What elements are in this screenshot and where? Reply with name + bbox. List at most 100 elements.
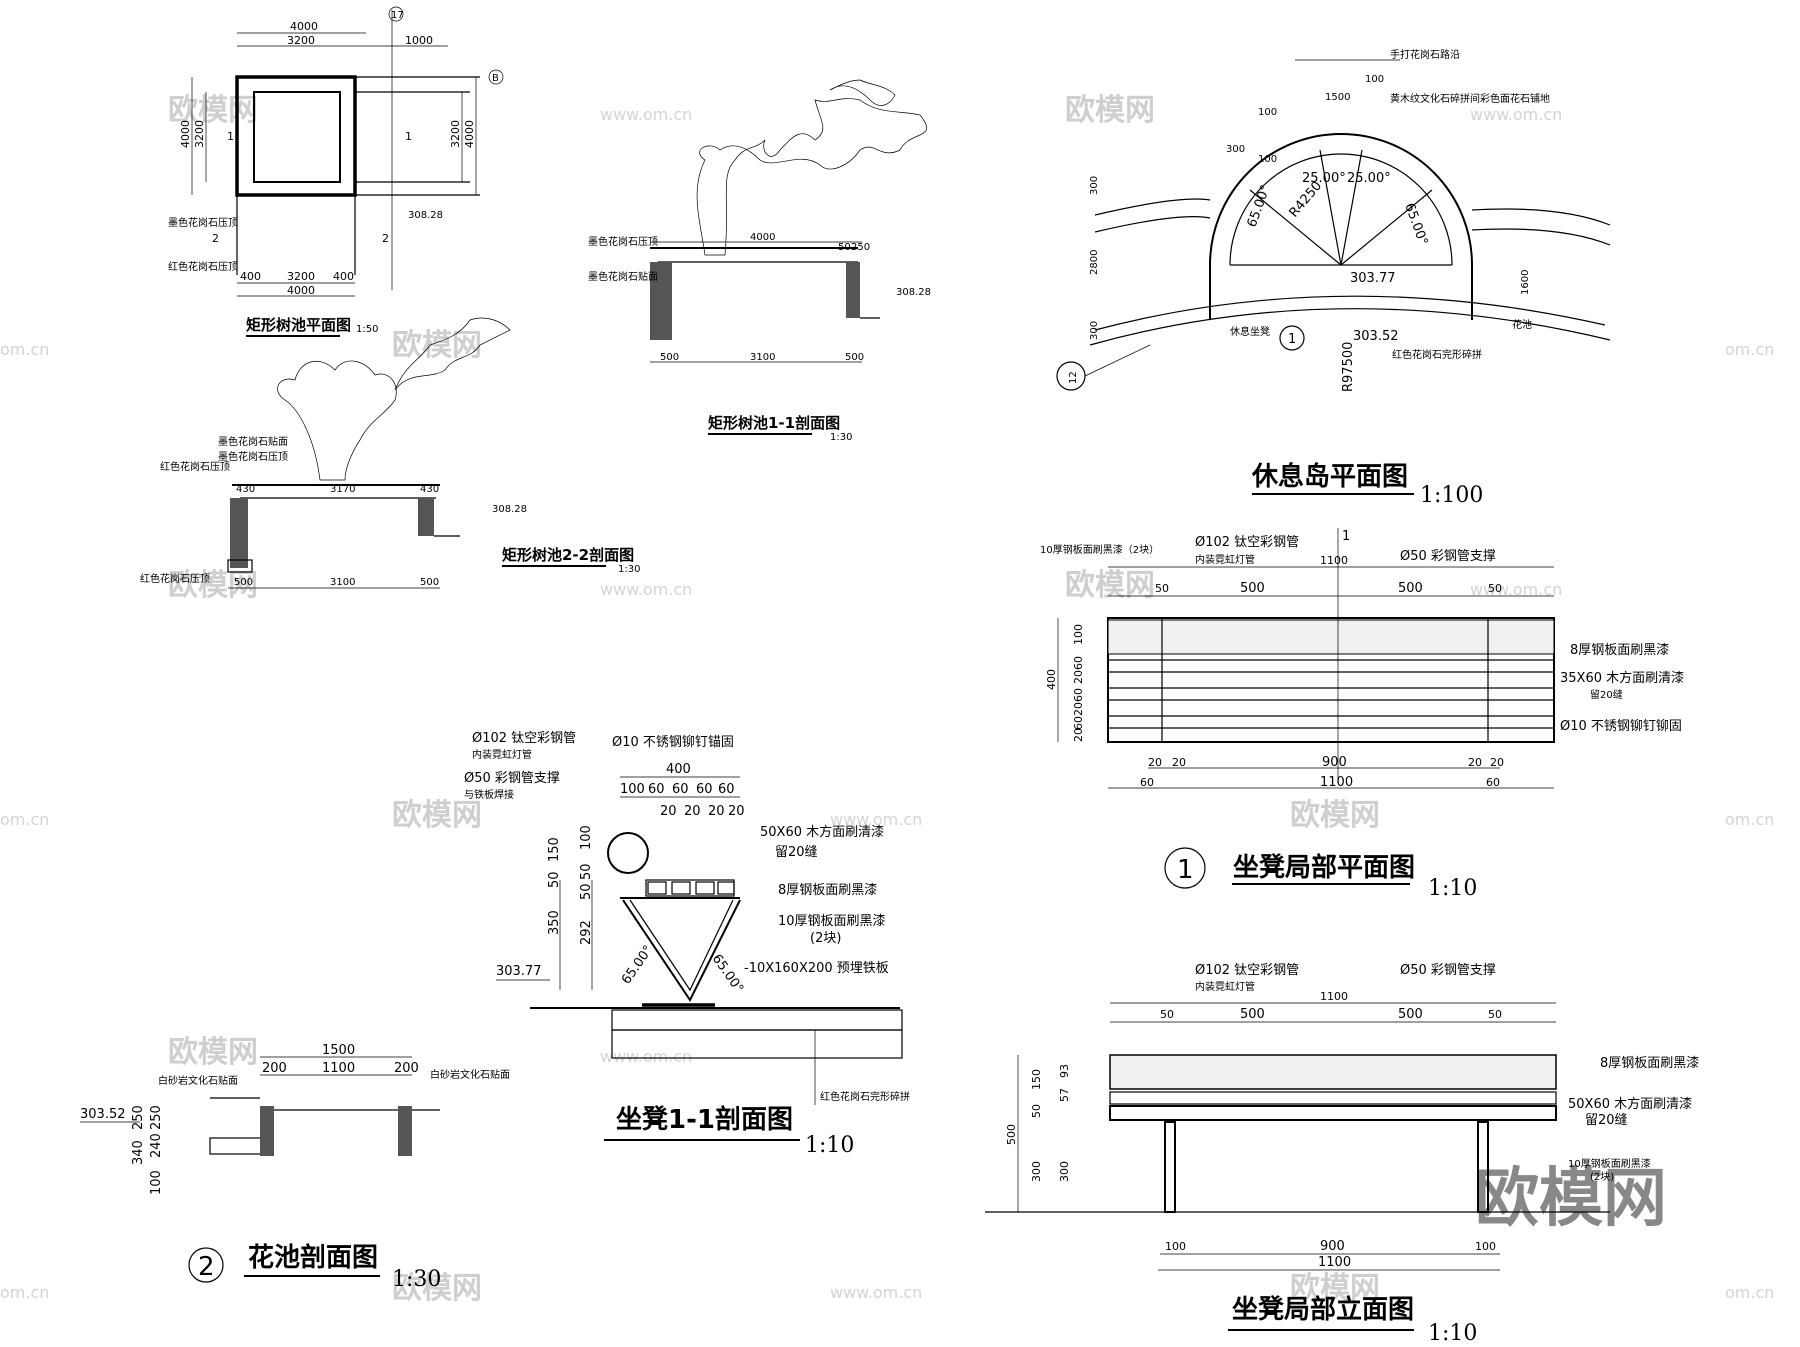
watermark-text: 欧模网	[1065, 568, 1155, 603]
dim-label: 4000	[287, 284, 315, 297]
dim-label: 60	[1072, 688, 1085, 702]
dim-label: 100	[1165, 1240, 1186, 1253]
note-label: 墨色花岗石贴面	[218, 435, 288, 448]
note-label: 墨色花岗石压顶	[218, 450, 288, 463]
detail-number: 2	[198, 1252, 215, 1282]
dim-label: 20	[1072, 728, 1085, 742]
drawing-scale: 1:100	[1420, 483, 1483, 508]
dim-label: 60	[696, 782, 713, 797]
cut-mark: 1	[405, 130, 412, 143]
watermark-text: 欧模网	[168, 93, 258, 128]
steel-pipe-band	[1107, 619, 1555, 655]
angle-label: 65.00°	[619, 943, 656, 987]
note-label: 墨色花岗石压顶	[168, 216, 238, 229]
wall-section-left	[230, 498, 248, 568]
note-label: 红色花岗石压顶	[140, 572, 210, 585]
note-label: 红色花岗石压顶	[160, 460, 230, 473]
dim-label: 500	[1240, 1007, 1265, 1022]
dim-label: 2800	[1089, 250, 1100, 275]
note-label: 留20缝	[1585, 1113, 1628, 1128]
elevation-label: 308.28	[408, 210, 443, 221]
dim-label: 100	[579, 825, 594, 850]
dim-label: 20	[1468, 756, 1482, 769]
dim-label: 500	[1398, 1007, 1423, 1022]
drawing-title: 矩形树池1-1剖面图	[708, 414, 840, 432]
drawing-title: 坐凳局部立面图	[1232, 1294, 1414, 1325]
detail-number: 1	[1177, 855, 1194, 885]
note-label: Ø10 不锈钢铆钉锚固	[612, 735, 734, 750]
note-label: 内装霓虹灯管	[1195, 980, 1255, 993]
watermark-url: om.cn	[1725, 1283, 1774, 1302]
elevation-label: 303.52	[1353, 329, 1399, 344]
dim-label: 20	[728, 804, 745, 819]
note-label: 休息坐凳	[1230, 325, 1270, 338]
wood-seat	[1109, 1105, 1557, 1121]
dim-label: 200	[262, 1061, 287, 1076]
note-label: 墨色花岗石贴面	[588, 270, 658, 283]
bench-plan: 1 1100 50 500 500 50 20 20 900 20 20 60 …	[1040, 528, 1684, 901]
dim-label: 50	[1488, 582, 1502, 595]
drawing-title: 坐凳局部平面图	[1233, 853, 1415, 883]
note-label: 白砂岩文化石贴面	[158, 1074, 238, 1087]
note-label: 与铁板焊接	[464, 788, 514, 801]
dim-label: 50	[1155, 582, 1169, 595]
elevation-label: 303.52	[80, 1107, 126, 1122]
watermark-text: 欧模网	[168, 1035, 258, 1070]
dim-label: 340	[131, 1140, 146, 1165]
drawing-scale: 1:30	[392, 1267, 441, 1292]
dim-label: 430	[236, 484, 255, 495]
note-label: 8厚钢板面刷黑漆	[778, 882, 877, 898]
dim-label: 250	[851, 242, 870, 253]
note-label: Ø10 不锈钢铆钉铆固	[1560, 719, 1682, 734]
note-label: 35X60 木方面刷清漆	[1560, 670, 1684, 686]
bench-leg-left	[1164, 1121, 1176, 1213]
note-label: 内装霓虹灯管	[472, 748, 532, 761]
drawing-scale: 1:50	[356, 324, 378, 335]
watermark-url: www.om.cn	[600, 580, 692, 599]
watermark-text: 欧模网	[1290, 798, 1380, 833]
dim-label: 150	[547, 837, 562, 862]
drawing-title: 休息岛平面图	[1251, 461, 1408, 492]
dim-label: 430	[420, 484, 439, 495]
steel-pipe-band	[1109, 1054, 1557, 1090]
drawing-scale: 1:10	[1428, 876, 1477, 901]
dim-label: 400	[1045, 669, 1058, 690]
note-label: 黄木纹文化石碎拼间彩色面花石铺地	[1390, 92, 1550, 105]
detail-callout-circle	[1279, 325, 1305, 351]
dim-label: 60	[672, 782, 689, 797]
bench-plan-outline	[1107, 617, 1555, 743]
note-label: Ø102 钛空彩钢管	[472, 731, 576, 746]
watermark-url: www.om.cn	[600, 1047, 692, 1066]
note-label: Ø102 钛空彩钢管	[1195, 963, 1299, 978]
note-label: 8厚钢板面刷黑漆	[1570, 642, 1669, 658]
watermark-text: 欧模网	[392, 1271, 482, 1306]
dim-label: 60	[1486, 776, 1500, 789]
dim-label: 20	[660, 804, 677, 819]
dim-label: 900	[1320, 1239, 1345, 1254]
radius-label: R97500	[1341, 342, 1356, 392]
tree-illustration	[277, 360, 397, 481]
dim-label: 1500	[322, 1043, 355, 1058]
dim-label: 500	[420, 577, 439, 588]
dim-label: 292	[579, 920, 594, 945]
dim-label: 1600	[1520, 270, 1531, 295]
dim-label: 50	[547, 871, 562, 888]
dim-label: 50	[1030, 1104, 1043, 1118]
dim-label: 100	[1258, 154, 1277, 165]
dim-label: 400	[240, 270, 261, 283]
note-label: 红色花岗石完形碎拼	[1392, 348, 1482, 361]
dim-label: 50	[1488, 1008, 1502, 1021]
wall-section-left	[650, 262, 672, 340]
watermark-url: www.om.cn	[1470, 105, 1562, 124]
dim-label: 20	[684, 804, 701, 819]
drawing-scale: 1:10	[1428, 1321, 1477, 1346]
note-label: 50X60 木方面刷清漆	[1568, 1096, 1692, 1112]
planter-wall-right	[398, 1106, 412, 1156]
note-label: 10厚钢板面刷黑漆（2块）	[1040, 543, 1159, 556]
planter-section: 1500 200 1100 200 250 250 240 340 100 30…	[80, 1043, 510, 1292]
dim-label: 20	[708, 804, 725, 819]
dim-label: 50	[838, 242, 851, 253]
note-label: 红色花岗石完形碎拼	[820, 1090, 910, 1103]
dim-label: 50	[579, 883, 594, 900]
